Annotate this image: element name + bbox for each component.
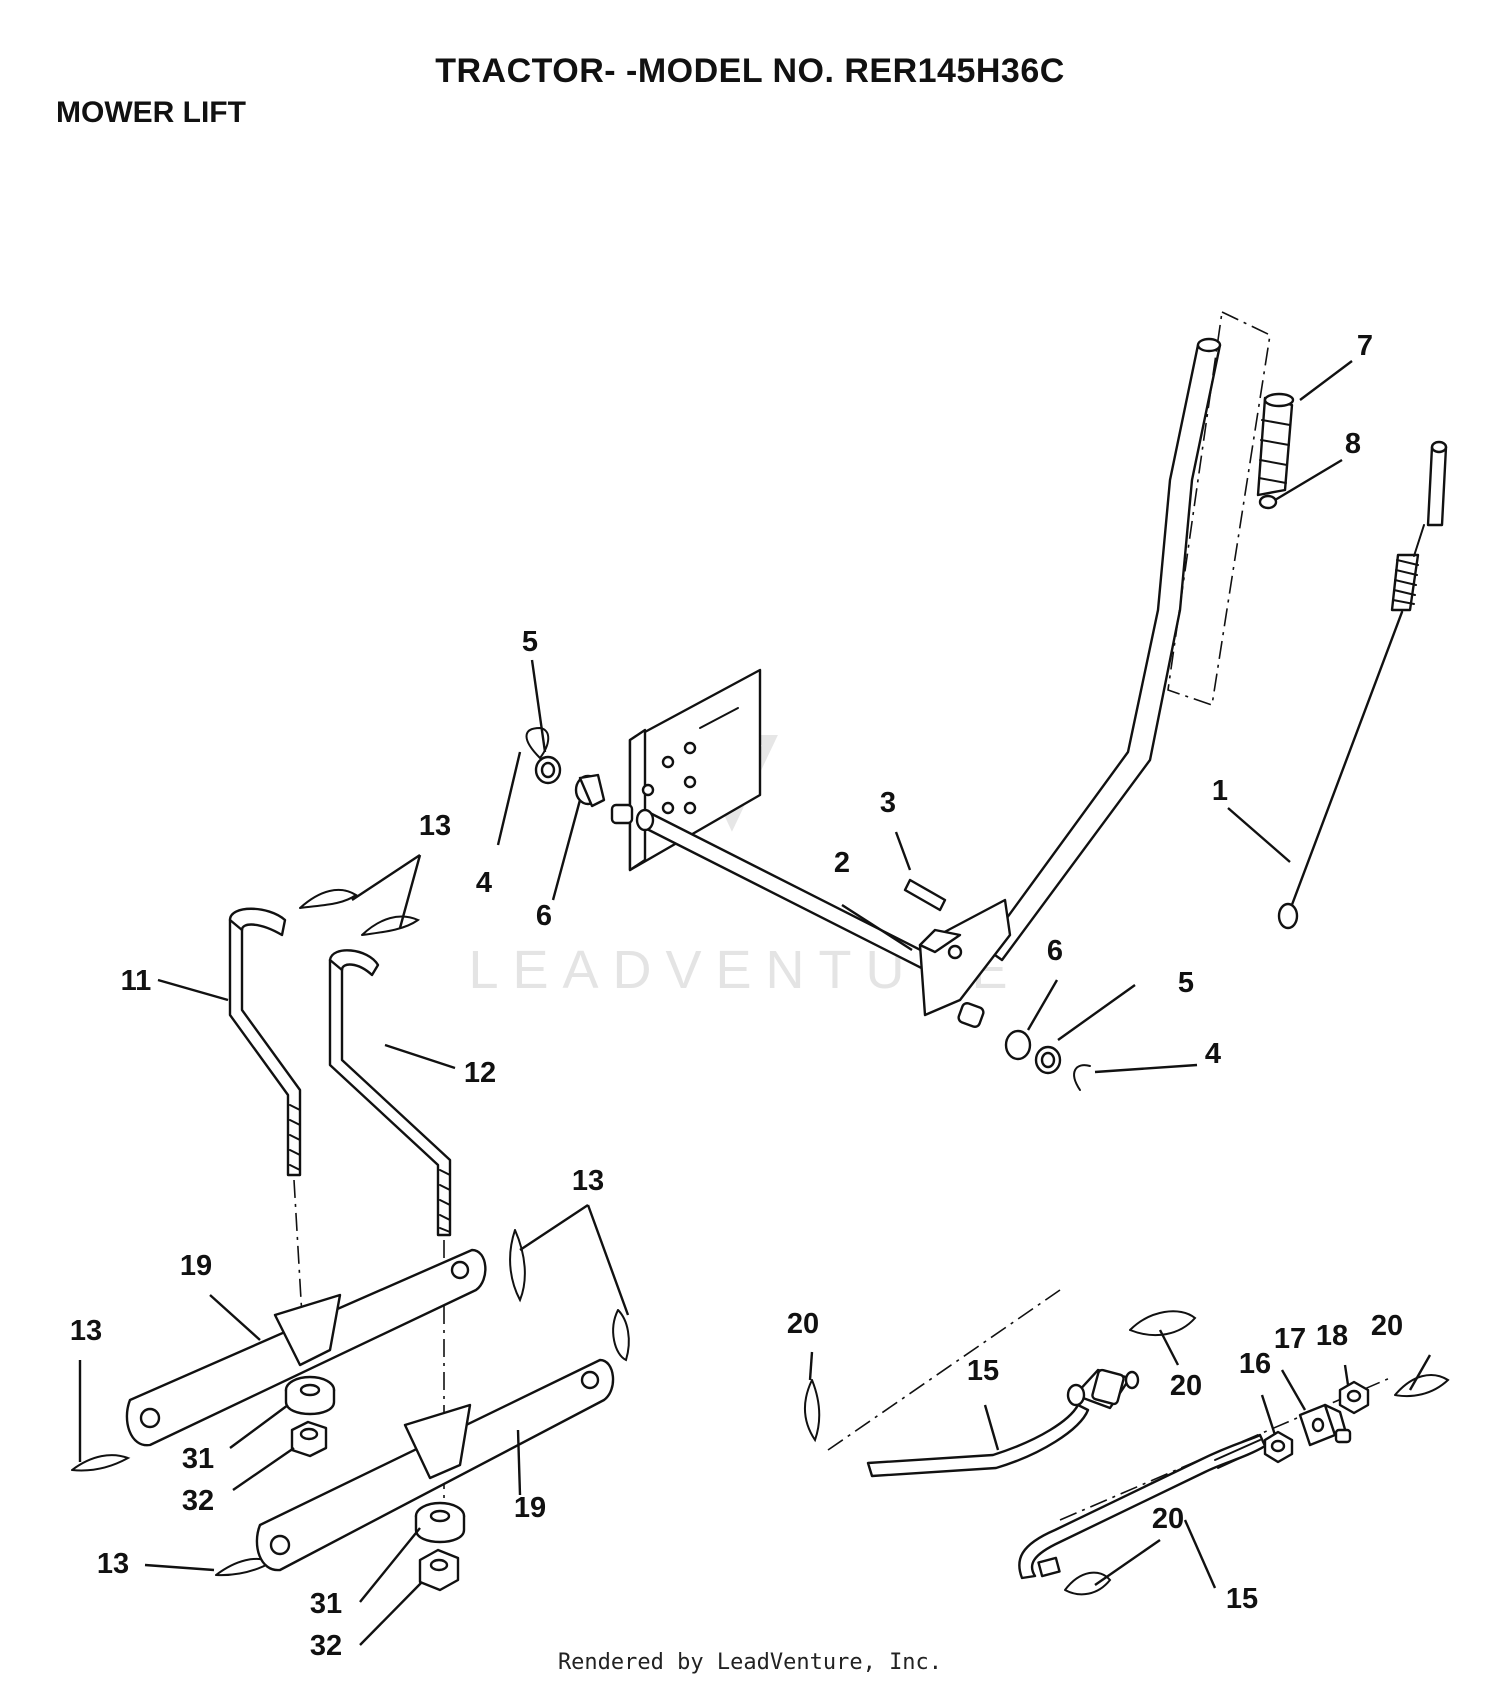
callout-20-middle: 20: [1170, 1370, 1202, 1402]
callout-12: 12: [464, 1057, 496, 1089]
callout-15-upper: 15: [967, 1355, 999, 1387]
callout-13-right: 13: [572, 1165, 604, 1197]
callout-13-left: 13: [70, 1315, 102, 1347]
callout-16: 16: [1239, 1348, 1271, 1380]
part-nut-upper: [290, 1420, 328, 1458]
callout-4-left: 4: [476, 867, 492, 899]
part-lift-link-12: [328, 949, 452, 1237]
part-retaining-ring-right: [1073, 1064, 1091, 1091]
callout-labels: 1 2 3 4 4 5 5 6 6 7 8 11 12 13 13 13 13 …: [70, 330, 1403, 1662]
callout-20-right: 20: [1371, 1310, 1403, 1342]
part-lift-handle: [918, 337, 1222, 1028]
callout-5-left: 5: [522, 626, 538, 658]
callout-15-lower: 15: [1226, 1583, 1258, 1615]
part-adjust-rod-lower: [1018, 1433, 1267, 1580]
callout-32-lower: 32: [310, 1630, 342, 1662]
part-key: [903, 878, 947, 912]
part-lift-arm-lower: [255, 1358, 615, 1572]
callout-7: 7: [1357, 330, 1373, 362]
part-bushing-right: [1004, 1029, 1032, 1061]
part-spacer-lower: [414, 1501, 466, 1544]
handle-dashed-outline: [1167, 310, 1271, 707]
callout-5-right: 5: [1178, 967, 1194, 999]
callout-1: 1: [1212, 775, 1228, 807]
part-clip-20: [804, 1310, 1450, 1596]
part-retaining-ring-left: [525, 726, 550, 759]
callout-4-right: 4: [1205, 1038, 1221, 1070]
callout-2: 2: [834, 847, 850, 879]
part-lock-nut: [1338, 1380, 1370, 1415]
leader-lines: [78, 360, 1432, 1646]
part-lift-arm-upper: [125, 1248, 487, 1447]
callout-19-lower: 19: [514, 1492, 546, 1524]
callout-31-upper: 31: [182, 1443, 214, 1475]
callout-6-right: 6: [1047, 935, 1063, 967]
callout-11: 11: [121, 965, 152, 997]
section-title: MOWER LIFT: [56, 96, 246, 129]
part-washer-left: [534, 755, 562, 785]
part-bushing-left: [574, 773, 606, 808]
callout-31-lower: 31: [310, 1588, 342, 1620]
part-handle-grip: [1256, 392, 1295, 497]
callout-13-bottom: 13: [97, 1548, 129, 1580]
part-lift-rod-spring: [1277, 440, 1448, 930]
callout-8: 8: [1345, 428, 1361, 460]
callout-13-top: 13: [419, 810, 451, 842]
footer-credit: Rendered by LeadVenture, Inc.: [557, 1650, 943, 1675]
callout-32-upper: 32: [182, 1485, 214, 1517]
part-nut-lower: [418, 1548, 460, 1592]
page-title: TRACTOR- -MODEL NO. RER145H36C: [435, 52, 1065, 90]
part-washer-right: [1034, 1045, 1062, 1075]
callout-20-bottom: 20: [1152, 1503, 1184, 1535]
callout-19-upper: 19: [180, 1250, 212, 1282]
part-adjust-rod-upper: [866, 1368, 1140, 1478]
callout-17: 17: [1274, 1323, 1306, 1355]
callout-20-left: 20: [787, 1308, 819, 1340]
part-adjust-nut: [1263, 1430, 1294, 1464]
callout-18: 18: [1316, 1320, 1348, 1352]
part-button: [1258, 494, 1278, 510]
callout-6-left: 6: [536, 900, 552, 932]
callout-3: 3: [880, 787, 896, 819]
part-spacer-upper: [284, 1375, 336, 1416]
part-lift-link-11: [228, 907, 302, 1177]
part-adjust-block: [1298, 1403, 1352, 1447]
